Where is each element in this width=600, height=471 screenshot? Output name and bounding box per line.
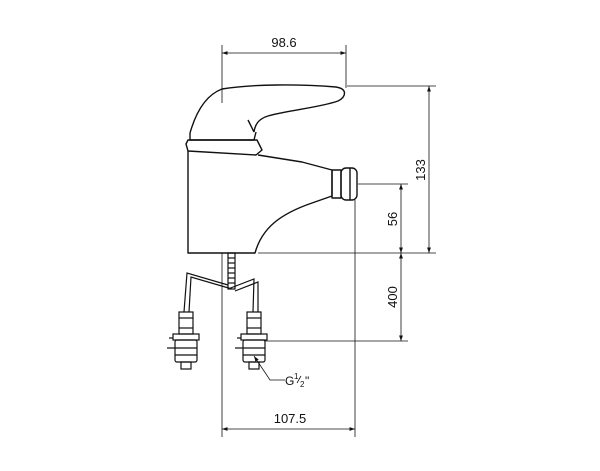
thread-label: G 1 2 " [285, 372, 309, 389]
lever-handle [189, 84, 346, 134]
dim-top-width: 98.6 [271, 35, 296, 50]
thread-denominator: 2 [300, 380, 305, 389]
faucet-body [187, 151, 333, 254]
spout-nozzle [331, 169, 342, 199]
thread-prefix: G [285, 374, 294, 388]
dim-spout-height: 56 [385, 212, 400, 226]
thread-suffix: " [305, 374, 309, 388]
cartridge-cap [185, 139, 263, 156]
aerator-cap [340, 167, 358, 201]
dim-hose-length: 400 [385, 286, 400, 308]
lever-handle-inner [189, 131, 257, 141]
faucet-outline [185, 84, 358, 254]
dim-bottom-width: 107.5 [274, 411, 307, 426]
thread-numerator: 1 [294, 372, 299, 381]
hose-left [183, 272, 229, 313]
dimension-lines [221, 45, 436, 437]
hose-right-2 [234, 281, 259, 312]
dim-total-height: 133 [413, 159, 428, 181]
hose-right [227, 278, 255, 313]
hose-left-2 [188, 276, 233, 313]
supply-assembly [167, 252, 268, 370]
